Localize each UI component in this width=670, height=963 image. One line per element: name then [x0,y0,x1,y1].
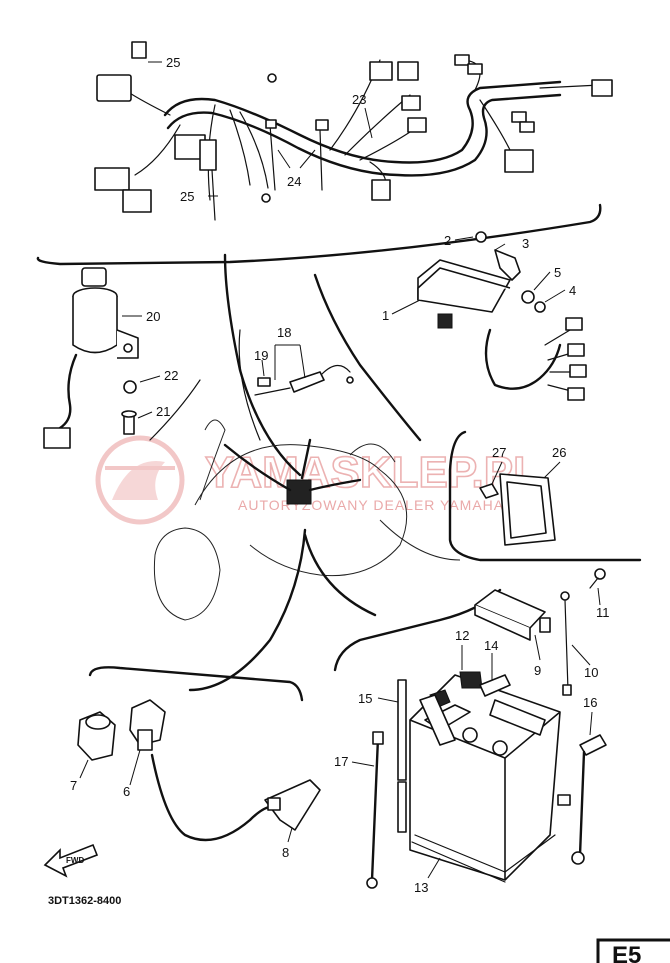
callout-20: 20 [146,309,160,324]
connector-left-bottom [122,189,152,213]
corner-label: E5 [612,942,641,963]
callouts: 1 2 3 4 5 6 7 8 9 10 11 12 13 14 15 16 1… [70,55,610,895]
callout-1: 1 [382,308,389,323]
callout-27: 27 [492,445,506,460]
callout-21: 21 [156,404,170,419]
callout-9: 9 [534,663,541,678]
ignitor-group [238,231,587,442]
callout-10: 10 [584,665,598,680]
callout-18: 18 [277,325,291,340]
forward-arrow-icon: FWD [43,843,99,878]
callout-25-top: 25 [166,55,180,70]
watermark-logo-icon [95,435,185,525]
callout-25-bottom: 25 [180,189,194,204]
watermark: YAMASKLEP.PL AUTORYZOWANY DEALER YAMAHA [95,435,541,525]
switch-key [81,267,107,287]
section-divider-bottom-left [88,666,304,702]
callout-15: 15 [358,691,372,706]
callout-22: 22 [164,368,178,383]
callout-24: 24 [287,174,301,189]
section-divider-bottom-right [333,588,502,672]
callout-19: 19 [254,348,268,363]
page-corner-box: E5 [596,938,670,963]
connector-left-mid [94,167,130,191]
callout-5: 5 [554,265,561,280]
motorcycle-outline [153,419,461,692]
section-divider-right [448,430,642,562]
forward-label: FWD [66,856,84,865]
callout-8: 8 [282,845,289,860]
battery-group [333,568,607,889]
callout-16: 16 [583,695,597,710]
callout-3: 3 [522,236,529,251]
callout-13: 13 [414,880,428,895]
callout-4: 4 [569,283,576,298]
callout-14: 14 [484,638,498,653]
callout-7: 7 [70,778,77,793]
main-harness-outline [166,93,562,177]
wire-harness-group [36,41,613,266]
relay-group [448,430,642,562]
callout-26: 26 [552,445,566,460]
main-harness [163,80,562,164]
section-divider-center [313,273,422,442]
watermark-sub-text: AUTORYZOWANY DEALER YAMAHA [238,497,504,513]
callout-6: 6 [123,784,130,799]
callout-11: 11 [596,605,610,620]
callout-12: 12 [455,628,469,643]
junction-block [286,479,312,505]
connector-left-top [96,74,132,102]
plug-cap-group [77,666,321,843]
section-divider-top [36,203,602,266]
main-switch-group [43,253,302,477]
callout-2: 2 [444,233,451,248]
callout-17: 17 [334,754,348,769]
diagram-code: 3DT1362-8400 [48,895,121,907]
callout-23: 23 [352,92,366,107]
section-divider-left [223,253,302,477]
